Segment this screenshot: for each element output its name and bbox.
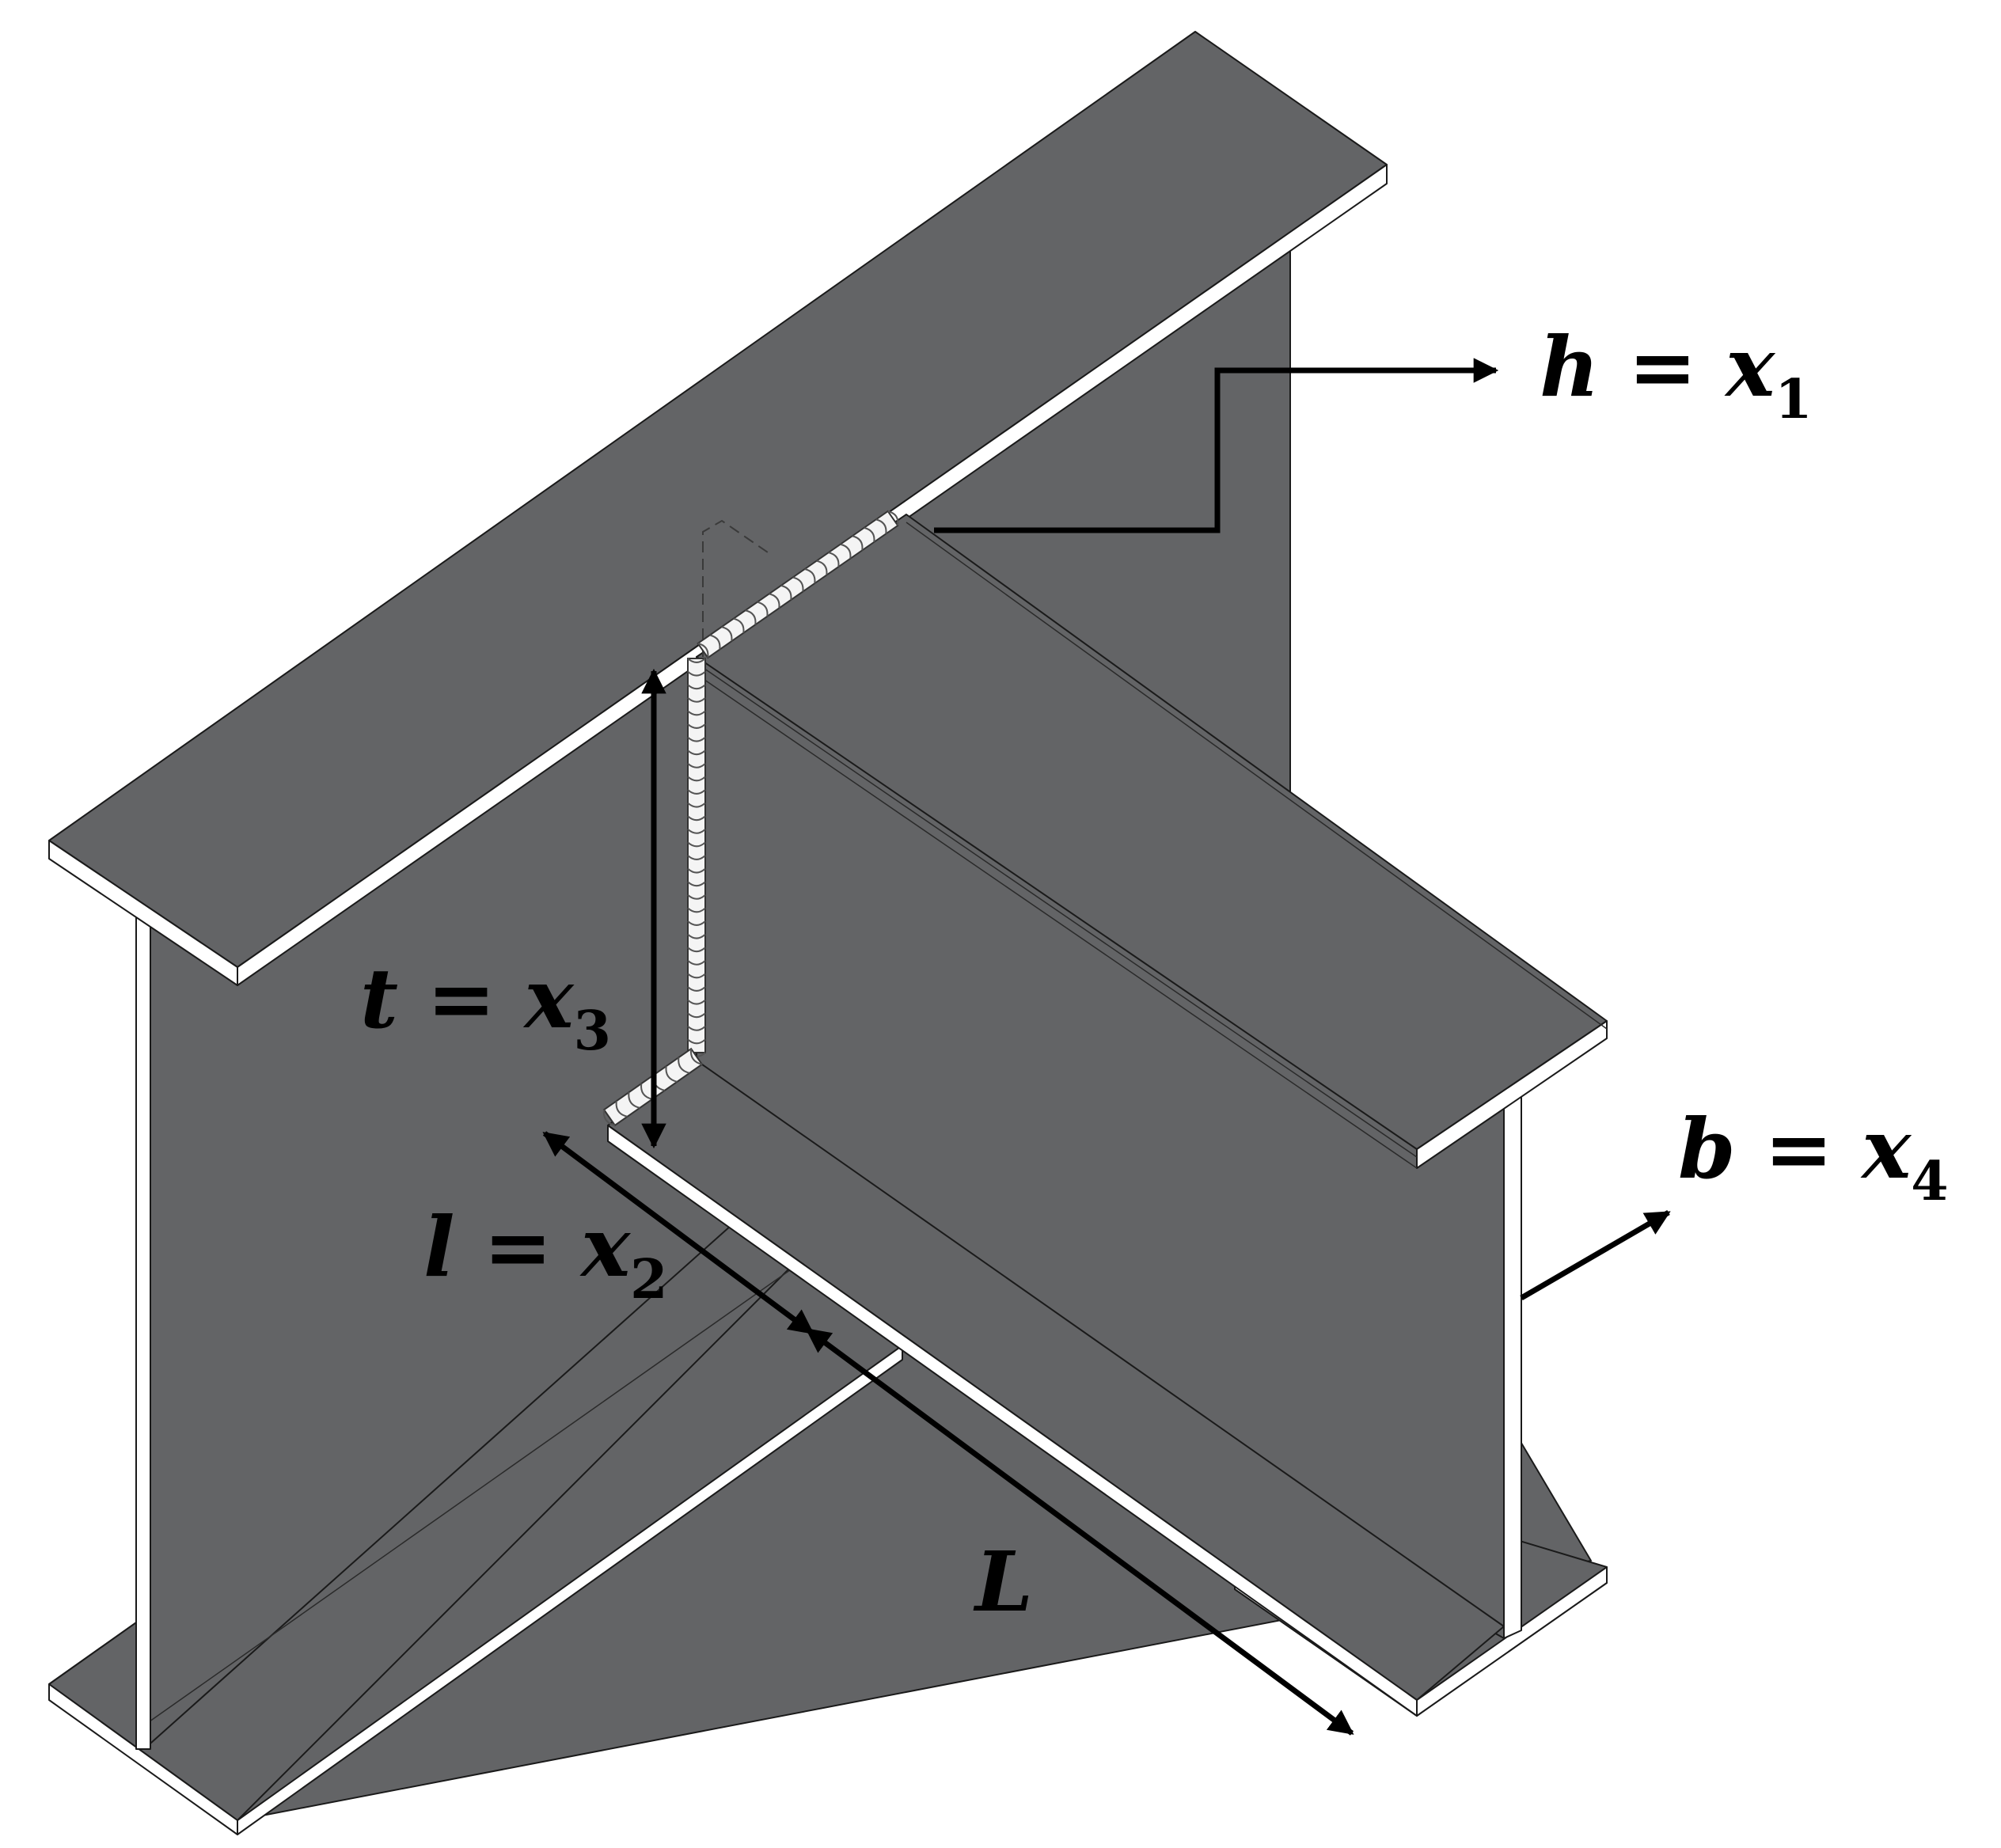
weld-ripple — [687, 867, 706, 874]
weld-ripple — [757, 601, 769, 617]
weld-ripple — [602, 1110, 616, 1126]
weld-ripple — [804, 568, 816, 584]
weld-ripple — [615, 1101, 628, 1118]
weld-ripple — [687, 960, 706, 966]
weld-ripple — [687, 658, 706, 663]
l-dimension-arrow — [542, 1131, 814, 1335]
weld-ripple — [687, 986, 706, 992]
weld-ripple — [687, 802, 706, 808]
weld-ripple — [687, 881, 706, 887]
weld-ripple — [628, 1092, 640, 1109]
weld-ripple — [852, 535, 864, 551]
main-web-edge — [135, 909, 151, 1750]
weld-ripple — [769, 593, 780, 609]
weld-ripple — [687, 907, 706, 913]
weld-ripple — [687, 894, 706, 900]
weld-ripple — [687, 723, 706, 729]
b-leader-arrow — [1520, 1209, 1671, 1301]
h-leader-arrow — [934, 358, 1499, 533]
weld-ripple — [792, 576, 804, 592]
weld-ripple — [697, 642, 709, 658]
weld-ripple — [709, 634, 721, 650]
weld-ripple — [687, 829, 706, 834]
weld-ripple — [828, 552, 840, 567]
weld-ripple — [689, 1049, 703, 1065]
weld-ripple — [687, 736, 706, 742]
weld-ripple — [687, 776, 706, 782]
label-L: L — [973, 1533, 1033, 1630]
weld-ripple — [687, 855, 706, 860]
weld-ripple — [687, 841, 706, 848]
hidden-edges — [702, 519, 769, 657]
weld-ripple — [816, 560, 828, 575]
weld-ripple — [687, 933, 706, 939]
weld-ripple — [875, 518, 887, 534]
weld-ripple — [687, 1038, 706, 1045]
weld-ripple — [687, 920, 706, 926]
weld-ripple — [840, 543, 852, 559]
weld-ripple — [864, 526, 875, 543]
label-l: l = x2 — [423, 1198, 667, 1311]
weld-ripple — [733, 617, 745, 633]
weld-ripple — [687, 947, 706, 953]
weld-ripple — [687, 1026, 706, 1031]
weld-ripple — [687, 763, 706, 768]
weld-ripple — [687, 670, 706, 677]
weld-ripple — [687, 749, 706, 756]
weld-ripple — [687, 815, 706, 822]
label-t: t = x3 — [360, 950, 611, 1063]
weld-bead-segment — [687, 658, 706, 1053]
label-h: h = x1 — [1540, 318, 1813, 431]
weld-ripple — [687, 697, 706, 703]
weld-ripple — [687, 999, 706, 1005]
weld-ripple — [687, 789, 706, 795]
weld-ripple — [780, 584, 792, 601]
weld-ripple — [687, 1012, 706, 1019]
weld-ripple — [745, 609, 757, 625]
weld-ripple — [721, 626, 733, 642]
weld-ripple — [687, 973, 706, 979]
dimension-lines — [542, 358, 1671, 1736]
weld-ripple — [687, 684, 706, 690]
attached-web-edge — [1503, 1085, 1522, 1639]
weld-ripple — [678, 1057, 690, 1074]
labels: h = x1 t = x3 l = x2 b = x4 L — [360, 318, 1949, 1630]
label-b: b = x4 — [1678, 1100, 1949, 1213]
weld-ripple — [687, 710, 706, 716]
weld-ripple — [887, 510, 899, 526]
L-dimension-arrow — [805, 1327, 1354, 1736]
